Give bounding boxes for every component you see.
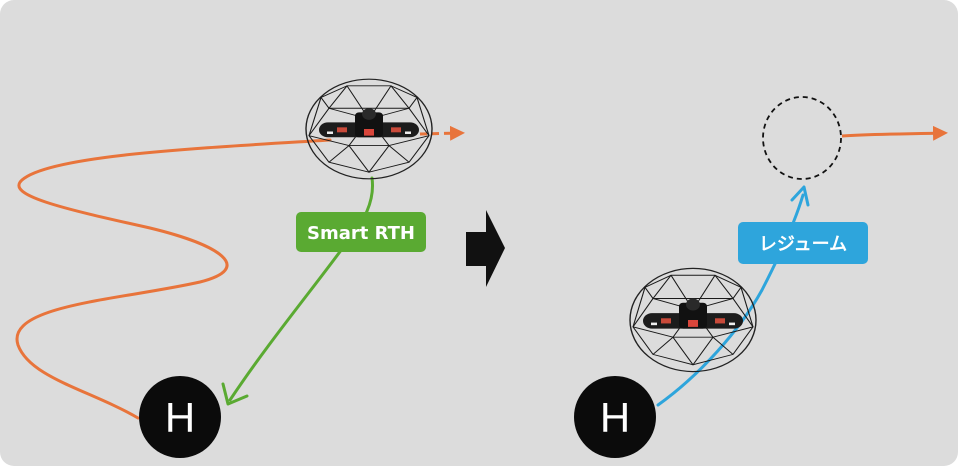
smart-rth-arrowhead bbox=[221, 382, 249, 406]
svg-text:H: H bbox=[600, 394, 630, 441]
smart-rth-path bbox=[228, 176, 375, 402]
flight-path-left bbox=[15, 138, 332, 420]
home-point-icon-left: H bbox=[139, 376, 221, 458]
dashed-circle-icon bbox=[762, 96, 842, 180]
resume-label: レジューム bbox=[738, 222, 868, 264]
flight-path-right bbox=[841, 125, 948, 141]
svg-text:H: H bbox=[165, 394, 195, 441]
right-arrow-icon bbox=[466, 210, 505, 287]
smart-rth-label: Smart RTH bbox=[296, 212, 426, 252]
drone-icon-right bbox=[629, 267, 757, 373]
drone-icon bbox=[305, 78, 433, 180]
home-point-icon-right: H bbox=[574, 376, 656, 458]
svg-text:Smart RTH: Smart RTH bbox=[307, 223, 415, 244]
resume-arrowhead bbox=[790, 185, 810, 207]
flight-path-continuation-dashed bbox=[419, 125, 465, 141]
svg-text:レジューム: レジューム bbox=[759, 234, 847, 255]
